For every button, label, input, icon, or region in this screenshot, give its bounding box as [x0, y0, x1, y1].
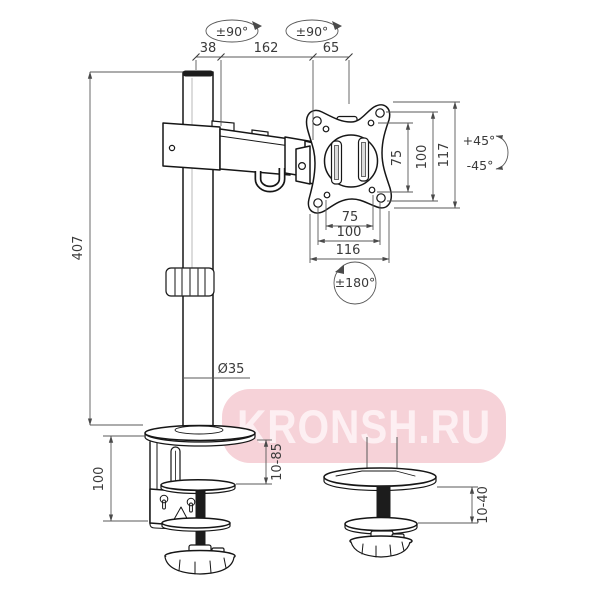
dim-pole-diameter: Ø35 [183, 362, 250, 379]
clamp-knob [164, 544, 236, 575]
rotation-arrow-icon [335, 265, 344, 274]
vesa-hole-inner [368, 186, 376, 194]
rotation-arrow-icon [252, 21, 262, 30]
dim-pole-height-label: 407 [71, 236, 86, 261]
vesa-hole-inner [367, 119, 375, 127]
watermark-text: KRONSH.RU [237, 400, 491, 453]
vesa-hole-inner [323, 191, 331, 199]
dim-vesa-v-inner-label: 75 [390, 150, 405, 167]
dim-grommet-range: 10-40 [418, 486, 491, 524]
pole-collar [165, 267, 215, 297]
dim-vesa-horizontal: 75 100 116 [309, 195, 390, 263]
vesa-hole-outer [312, 116, 322, 126]
watermark: KRONSH.RU [222, 389, 506, 463]
vesa-hole-outer [376, 193, 386, 203]
dim-pole-height: 407 [71, 71, 183, 426]
grommet-threaded-rod [376, 486, 391, 524]
tilt-range: +45° -45° [463, 133, 509, 173]
pole-top-cap [183, 70, 213, 77]
dim-grommet-range-label: 10-40 [476, 486, 491, 524]
dim-vesa-h-width-label: 116 [336, 243, 361, 258]
dim-vesa-v-height-label: 117 [437, 143, 452, 168]
tilt-up-label: +45° [463, 133, 496, 148]
rotation-arrow-icon [332, 21, 342, 30]
rotation-pan: ±180° [333, 261, 377, 305]
dim-vesa-vertical: 75 100 117 [377, 101, 460, 209]
grommet-wing-nut [349, 530, 413, 558]
dim-vesa-h-inner-label: 75 [342, 210, 359, 225]
dim-clamp-range: 10-85 [236, 439, 285, 485]
dim-vesa-v-outer-label: 100 [415, 145, 430, 170]
arm-outer-tube [219, 128, 291, 176]
clamp-lower-pad [161, 517, 231, 532]
grommet-disc [323, 467, 437, 492]
tilt-arc-arrow [495, 135, 509, 170]
clamp-screw-hole [168, 144, 176, 152]
grommet-base [323, 437, 437, 558]
vesa-slot-right [357, 137, 370, 182]
rotation-joint2: ±90° [285, 19, 342, 43]
dim-top-chain: 38 162 65 [192, 41, 353, 140]
dim-vesa-h-outer-label: 100 [337, 225, 362, 240]
clamp-upper-pad [160, 479, 236, 495]
dim-clamp-range-label: 10-85 [270, 443, 285, 481]
vesa-hole-inner [322, 125, 330, 133]
base-disc [144, 424, 256, 447]
pole-clamp [162, 122, 221, 171]
vesa-hole-outer [375, 108, 385, 118]
dim-head-offset-label: 65 [323, 41, 340, 56]
grommet-lower-plate [344, 516, 418, 535]
dim-arm-offset-label: 38 [200, 41, 217, 56]
dim-arm-length-label: 162 [254, 41, 279, 56]
dim-clamp-height: 100 [92, 435, 148, 522]
tilt-down-label: -45° [467, 158, 494, 173]
watermark-background [222, 389, 506, 463]
rotation-joint1-label: ±90° [216, 24, 249, 39]
vesa-slot-left [330, 140, 343, 185]
vesa-hole-outer [313, 198, 323, 208]
cable-hook [254, 168, 286, 193]
rotation-joint2-label: ±90° [296, 24, 329, 39]
vesa-plate [295, 104, 392, 214]
dim-clamp-height-label: 100 [92, 467, 107, 492]
dim-pole-diameter-label: Ø35 [218, 362, 245, 377]
rotation-joint1: ±90° [205, 19, 262, 43]
rotation-pan-label: ±180° [335, 275, 376, 290]
desk-clamp-base [144, 424, 256, 575]
